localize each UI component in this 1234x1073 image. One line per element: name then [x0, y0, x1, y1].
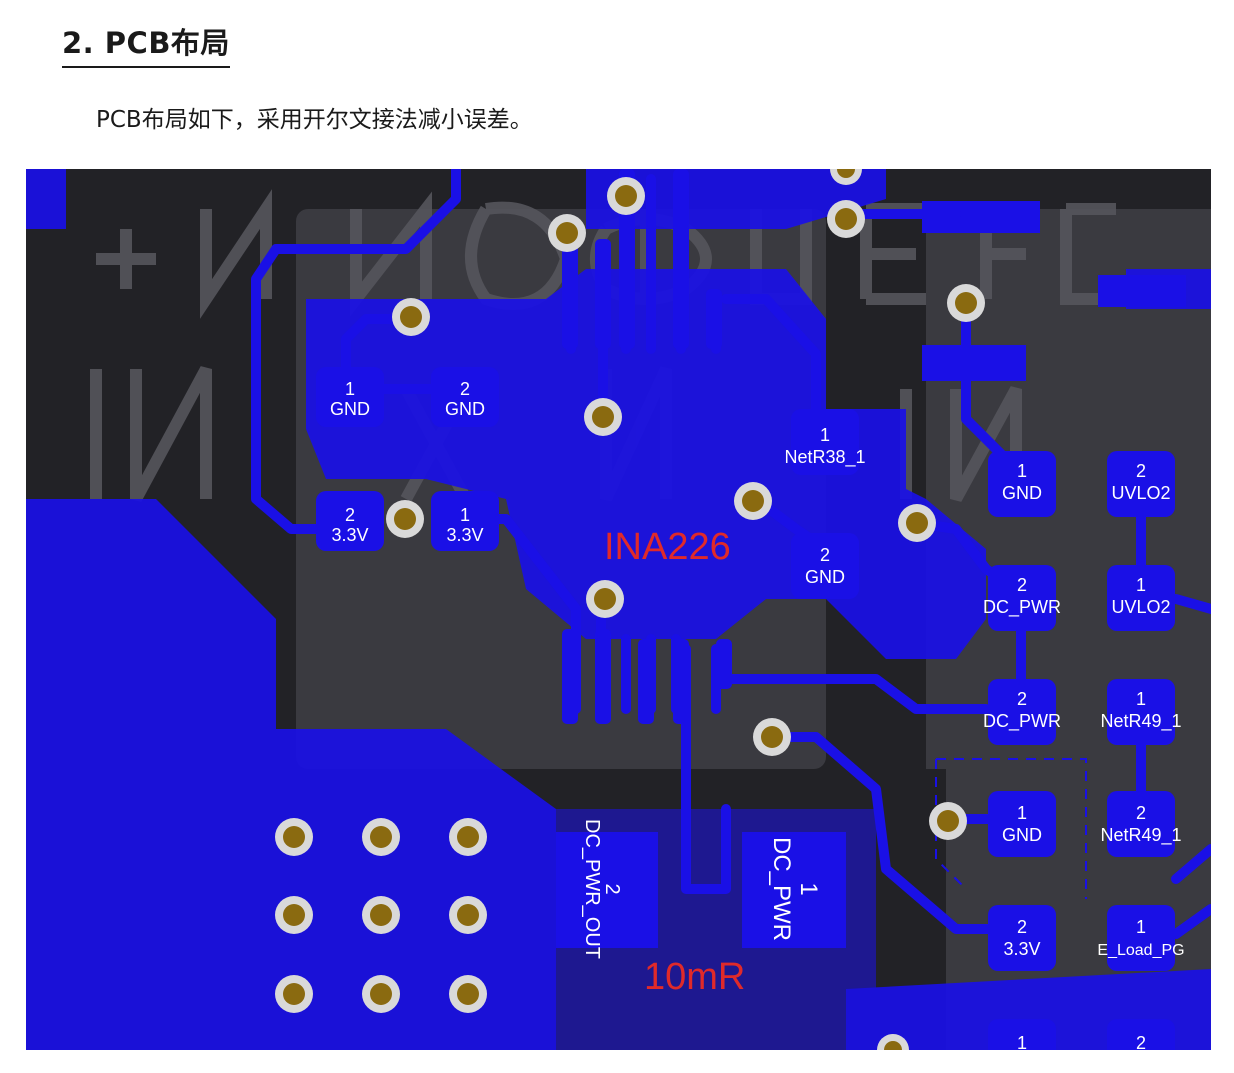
- pad: 2DC_PWR: [983, 565, 1061, 631]
- svg-text:1: 1: [1136, 575, 1146, 595]
- svg-text:UVLO2: UVLO2: [1111, 483, 1170, 503]
- shunt-pad-in: 1 DC_PWR: [768, 837, 822, 941]
- pad: 1E_Load_PG: [1097, 905, 1185, 971]
- svg-text:GND: GND: [1002, 825, 1042, 845]
- shunt-pad-out: 2 DC_PWR_OUT: [581, 819, 623, 959]
- svg-text:1: 1: [1017, 803, 1027, 823]
- svg-text:1: 1: [820, 425, 830, 445]
- svg-text:1: 1: [1017, 461, 1027, 481]
- pad: 2DC_PWR: [983, 679, 1061, 745]
- svg-text:NetR38_1: NetR38_1: [784, 447, 865, 468]
- svg-text:1: 1: [795, 882, 822, 895]
- svg-text:3.3V: 3.3V: [1003, 939, 1040, 959]
- svg-text:DC_PWR_OUT: DC_PWR_OUT: [581, 819, 603, 959]
- svg-text:1: 1: [1136, 689, 1146, 709]
- pad: 13.3V: [431, 491, 499, 551]
- svg-text:GND: GND: [1002, 483, 1042, 503]
- svg-text:1: 1: [460, 505, 470, 525]
- svg-text:2: 2: [1136, 1033, 1146, 1050]
- svg-text:UVLO2: UVLO2: [1111, 597, 1170, 617]
- svg-text:GND: GND: [805, 567, 845, 587]
- svg-text:3.3V: 3.3V: [331, 525, 368, 545]
- svg-text:2: 2: [1017, 917, 1027, 937]
- svg-text:2: 2: [345, 505, 355, 525]
- svg-text:2: 2: [1136, 461, 1146, 481]
- svg-text:2: 2: [1017, 689, 1027, 709]
- svg-text:2: 2: [1017, 575, 1027, 595]
- shunt-resistor-label: 10mR: [644, 956, 745, 998]
- svg-text:1: 1: [345, 379, 355, 399]
- svg-text:DC_PWR: DC_PWR: [983, 711, 1061, 732]
- svg-text:2: 2: [460, 379, 470, 399]
- svg-text:2: 2: [601, 883, 623, 894]
- pcb-vias: [275, 169, 985, 1050]
- svg-text:1: 1: [1017, 1033, 1027, 1050]
- section-paragraph: PCB布局如下，采用开尔文接法减小误差。: [96, 107, 533, 133]
- svg-text:E_Load_PG: E_Load_PG: [1097, 942, 1184, 959]
- svg-text:3.3V: 3.3V: [446, 525, 483, 545]
- svg-text:GND: GND: [330, 399, 370, 419]
- section-heading: 2. PCB布局: [62, 20, 230, 68]
- svg-text:DC_PWR: DC_PWR: [768, 837, 795, 941]
- ina226-label: INA226: [604, 526, 731, 568]
- svg-text:NetR49_1: NetR49_1: [1100, 711, 1181, 732]
- pad: 23.3V: [988, 905, 1056, 971]
- svg-text:2: 2: [820, 545, 830, 565]
- svg-text:2: 2: [1136, 803, 1146, 823]
- svg-text:GND: GND: [445, 399, 485, 419]
- pad: 23.3V: [316, 491, 384, 551]
- pad: 2: [1107, 1019, 1175, 1050]
- pad: 1: [988, 1019, 1056, 1050]
- svg-text:NetR49_1: NetR49_1: [1100, 825, 1181, 846]
- svg-text:1: 1: [1136, 917, 1146, 937]
- svg-text:DC_PWR: DC_PWR: [983, 597, 1061, 618]
